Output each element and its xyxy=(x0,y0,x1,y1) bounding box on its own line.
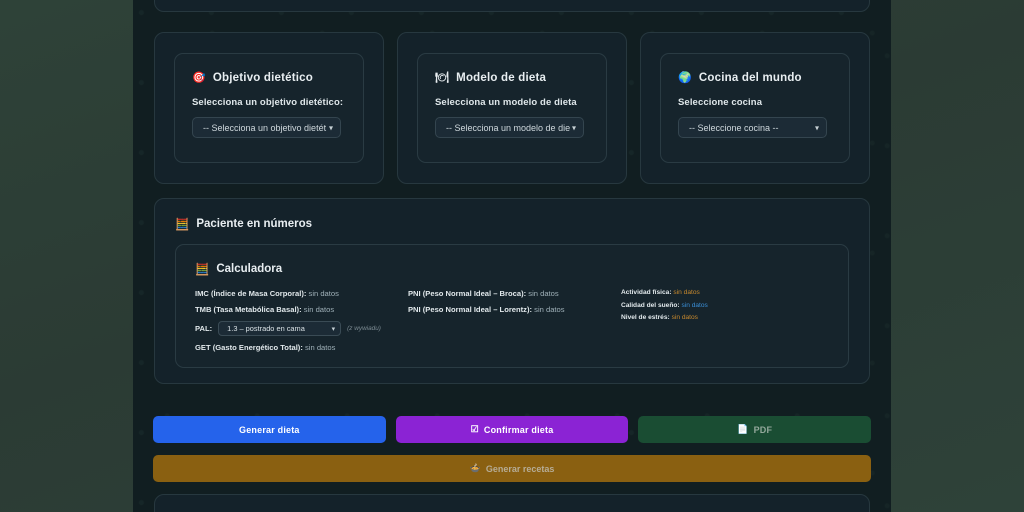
card-cocina-title: 🌍 Cocina del mundo xyxy=(678,72,832,84)
metric-get-label: GET (Gasto Energético Total): xyxy=(195,343,303,352)
document-icon: 📄 xyxy=(737,424,749,434)
calculadora-title: 🧮 Calculadora xyxy=(195,262,829,276)
metric-actividad-label: Actividad física: xyxy=(620,289,672,296)
calculadora-column-left: IMC (Índice de Masa Corporal): sin datos… xyxy=(195,289,408,359)
objetivo-field-label: Selecciona un objetivo dietético: xyxy=(192,97,344,108)
pdf-label: PDF xyxy=(753,424,773,435)
card-cocina-title-text: Cocina del mundo xyxy=(698,72,802,84)
calculadora-column-right: Actividad física: sin datos Calidad del … xyxy=(621,289,829,359)
metric-tmb-value: sin datos xyxy=(303,305,335,314)
target-icon: 🎯 xyxy=(192,71,206,84)
action-buttons-row: Generar dieta ☑ Confirmar dieta 📄 PDF xyxy=(153,416,872,443)
pal-row: PAL: 1.3 – postrado en cama ▾ (z wywiadu… xyxy=(195,321,408,336)
card-objetivo-dietetico: 🎯 Objetivo dietético Selecciona un objet… xyxy=(154,32,384,184)
card-objetivo-title-text: Objetivo dietético xyxy=(212,72,313,84)
metric-imc: IMC (Índice de Masa Corporal): sin datos xyxy=(195,289,408,298)
card-cocina-mundo: 🌍 Cocina del mundo Seleccione cocina -- … xyxy=(640,32,870,184)
globe-icon: 🌍 xyxy=(678,71,692,84)
generar-recetas-button[interactable]: 🍲 Generar recetas xyxy=(153,455,871,482)
cocina-field-label: Seleccione cocina xyxy=(678,97,763,108)
pal-select[interactable]: 1.3 – postrado en cama ▾ xyxy=(218,321,342,336)
abacus-icon: 🧮 xyxy=(175,219,190,231)
metric-pni-broca-value: sin datos xyxy=(528,289,559,298)
confirmar-dieta-button[interactable]: ☑ Confirmar dieta xyxy=(395,416,629,443)
metric-imc-value: sin datos xyxy=(308,289,339,298)
pal-select-value: 1.3 – postrado en cama xyxy=(227,324,305,333)
modelo-dieta-select[interactable]: -- Selecciona un modelo de die ▾ xyxy=(435,117,584,138)
generar-recetas-label: Generar recetas xyxy=(485,463,555,474)
confirmar-dieta-label: Confirmar dieta xyxy=(483,424,554,435)
metric-tmb-label: TMB (Tasa Metabólica Basal): xyxy=(195,305,302,314)
metric-pni-lorentz: PNI (Peso Normal Ideal – Lorentz): sin d… xyxy=(408,305,621,314)
paciente-section-title: 🧮 Paciente en números xyxy=(175,217,849,231)
card-cocina-inner: 🌍 Cocina del mundo Seleccione cocina -- … xyxy=(660,53,850,163)
chevron-down-icon: ▾ xyxy=(571,123,576,132)
abacus-icon: 🧮 xyxy=(195,264,210,276)
calculadora-panel: 🧮 Calculadora IMC (Índice de Masa Corpor… xyxy=(175,244,849,368)
main-content-panel: 🎯 Objetivo dietético Selecciona un objet… xyxy=(133,0,891,512)
metric-nivel-estres: Nivel de estrés: sin datos xyxy=(621,314,829,321)
generar-dieta-label: Generar dieta xyxy=(239,424,300,435)
chevron-down-icon: ▾ xyxy=(814,123,819,132)
card-modelo-dieta: 🍽 Modelo de dieta Selecciona un modelo d… xyxy=(397,32,627,184)
card-modelo-inner: 🍽 Modelo de dieta Selecciona un modelo d… xyxy=(417,53,607,163)
metric-estres-value: sin datos xyxy=(671,314,698,321)
bottom-partial-card xyxy=(154,494,870,512)
checkbox-checked-icon: ☑ xyxy=(470,424,479,434)
cocina-mundo-select[interactable]: -- Seleccione cocina -- ▾ xyxy=(678,117,827,138)
metric-sueno-value: sin datos xyxy=(681,301,708,309)
calculadora-title-text: Calculadora xyxy=(216,263,283,275)
metric-sueno-label: Calidad del sueño: xyxy=(620,301,680,309)
selection-cards-row: 🎯 Objetivo dietético Selecciona un objet… xyxy=(154,32,870,184)
card-objetivo-title: 🎯 Objetivo dietético xyxy=(192,72,346,84)
card-modelo-title: 🍽 Modelo de dieta xyxy=(435,72,589,84)
paciente-title-text: Paciente en números xyxy=(196,218,313,230)
metric-tmb: TMB (Tasa Metabólica Basal): sin datos xyxy=(195,305,408,314)
metric-calidad-sueno: Calidad del sueño: sin datos xyxy=(621,302,829,309)
modelo-select-value: -- Selecciona un modelo de die xyxy=(446,122,571,133)
metric-pni-lorentz-label: PNI (Peso Normal Ideal – Lorentz): xyxy=(407,305,533,314)
generar-dieta-button[interactable]: Generar dieta xyxy=(153,416,386,443)
top-partial-card xyxy=(154,0,870,12)
metric-pni-broca: PNI (Peso Normal Ideal – Broca): sin dat… xyxy=(408,289,621,298)
metric-actividad-value: sin datos xyxy=(673,289,700,296)
metric-estres-label: Nivel de estrés: xyxy=(620,314,670,321)
objetivo-select-value: -- Selecciona un objetivo dietét xyxy=(203,122,327,133)
modelo-field-label: Selecciona un modelo de dieta xyxy=(435,97,577,108)
card-modelo-title-text: Modelo de dieta xyxy=(456,72,547,84)
pal-label: PAL: xyxy=(195,324,213,333)
calculadora-column-middle: PNI (Peso Normal Ideal – Broca): sin dat… xyxy=(408,289,621,359)
paciente-en-numeros-card: 🧮 Paciente en números 🧮 Calculadora IMC … xyxy=(154,198,870,384)
metric-actividad-fisica: Actividad física: sin datos xyxy=(621,289,829,296)
pot-of-food-icon: 🍲 xyxy=(469,463,481,473)
calculadora-columns: IMC (Índice de Masa Corporal): sin datos… xyxy=(195,289,829,359)
cocina-select-value: -- Seleccione cocina -- xyxy=(689,122,779,133)
metric-imc-label: IMC (Índice de Masa Corporal): xyxy=(195,289,307,298)
objetivo-dietetico-select[interactable]: -- Selecciona un objetivo dietét ▾ xyxy=(192,117,341,138)
card-objetivo-inner: 🎯 Objetivo dietético Selecciona un objet… xyxy=(174,53,364,163)
metric-pni-lorentz-value: sin datos xyxy=(534,305,565,314)
metric-get: GET (Gasto Energético Total): sin datos xyxy=(195,343,408,352)
metric-pni-broca-label: PNI (Peso Normal Ideal – Broca): xyxy=(407,289,527,298)
metric-get-value: sin datos xyxy=(305,343,336,352)
chevron-down-icon: ▾ xyxy=(328,123,333,132)
pdf-button[interactable]: 📄 PDF xyxy=(638,416,872,443)
pal-hint: (z wywiadu) xyxy=(347,325,381,332)
chevron-down-icon: ▾ xyxy=(331,325,336,333)
plate-icon: 🍽 xyxy=(435,71,450,84)
